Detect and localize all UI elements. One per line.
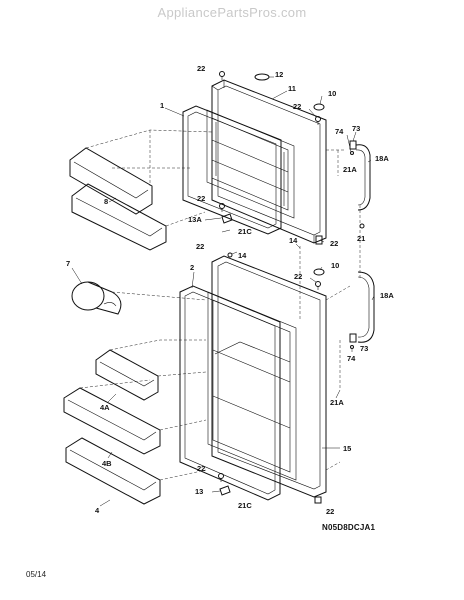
label-18a: 18A <box>375 154 389 163</box>
freezer-door-outer-panel <box>211 79 327 244</box>
label-73: 73 <box>352 124 360 133</box>
label-73: 73 <box>360 344 368 353</box>
screw-22-freezer-bottom <box>219 203 225 212</box>
freezer-door-shelf-8 <box>69 147 167 251</box>
handle-clip-73-lower <box>349 333 357 343</box>
label-14: 14 <box>238 251 247 260</box>
label-1: 1 <box>160 101 164 110</box>
label-22: 22 <box>293 102 301 111</box>
label-22: 22 <box>294 272 302 281</box>
label-22: 22 <box>326 507 334 516</box>
hinge-bushing-22 <box>315 235 323 245</box>
freezer-door-handle <box>355 144 371 211</box>
label-4a: 4A <box>100 403 110 412</box>
fresh-food-door-handle <box>357 271 375 343</box>
fresh-food-door-outer-panel <box>211 255 327 498</box>
label-13a: 13A <box>188 215 202 224</box>
hinge-cover-10-top <box>313 103 325 111</box>
label-22: 22 <box>197 464 205 473</box>
dairy-compartment-7 <box>71 281 122 315</box>
label-22: 22 <box>197 194 205 203</box>
label-10: 10 <box>331 261 339 270</box>
label-8: 8 <box>104 197 108 206</box>
footer-date: 05/14 <box>26 570 47 579</box>
hinge-cover-10-lower <box>313 268 325 276</box>
fresh-food-door-assembly <box>63 255 375 505</box>
screw-74 <box>350 151 354 155</box>
label-74: 74 <box>347 354 356 363</box>
center-hinge-hardware <box>227 205 365 320</box>
callout-leader-lines <box>71 76 375 507</box>
screw-22-fresh-right <box>315 281 321 290</box>
label-2: 2 <box>190 263 194 272</box>
fresh-food-door-gasket <box>179 285 281 501</box>
label-21c: 21C <box>238 501 252 510</box>
label-10: 10 <box>328 89 336 98</box>
label-12: 12 <box>275 70 283 79</box>
label-7: 7 <box>66 259 70 268</box>
label-14: 14 <box>289 236 298 245</box>
site-watermark: AppliancePartsPros.com <box>157 5 307 20</box>
door-shelf-4a <box>95 349 159 401</box>
handle-clip-73 <box>349 140 357 150</box>
label-4: 4 <box>95 506 100 515</box>
label-18a: 18A <box>380 291 394 300</box>
screw-22-hinge <box>359 223 365 229</box>
label-21c: 21C <box>238 227 252 236</box>
label-4b: 4B <box>102 459 112 468</box>
label-22: 22 <box>197 64 205 73</box>
screw-22-mid <box>227 252 233 258</box>
screw-22-top <box>219 71 225 80</box>
label-22: 22 <box>330 239 338 248</box>
label-21a: 21A <box>343 165 357 174</box>
freezer-door-assembly <box>69 71 371 251</box>
fresh-food-inner-liner <box>207 291 297 481</box>
model-code: N05D8DCJA1 <box>322 523 376 532</box>
freezer-door-gasket <box>182 105 282 235</box>
hinge-bushing-22-bottom <box>314 496 322 504</box>
screw-22-right <box>315 116 321 125</box>
label-11: 11 <box>288 84 296 93</box>
door-stop-13a <box>221 213 233 224</box>
label-22: 22 <box>196 242 204 251</box>
label-13: 13 <box>195 487 203 496</box>
screw-74-lower <box>350 345 354 349</box>
screw-22-fresh-bottom <box>218 473 224 482</box>
door-shelf-4 <box>65 437 161 505</box>
label-21a: 21A <box>330 398 344 407</box>
hinge-cover-12 <box>254 73 270 81</box>
part-number-labels: 22 12 11 10 22 1 74 73 21A 18A 8 22 13A … <box>66 64 394 516</box>
label-15: 15 <box>343 444 351 453</box>
label-21: 21 <box>357 234 365 243</box>
label-74: 74 <box>335 127 344 136</box>
door-stop-13 <box>219 485 231 496</box>
